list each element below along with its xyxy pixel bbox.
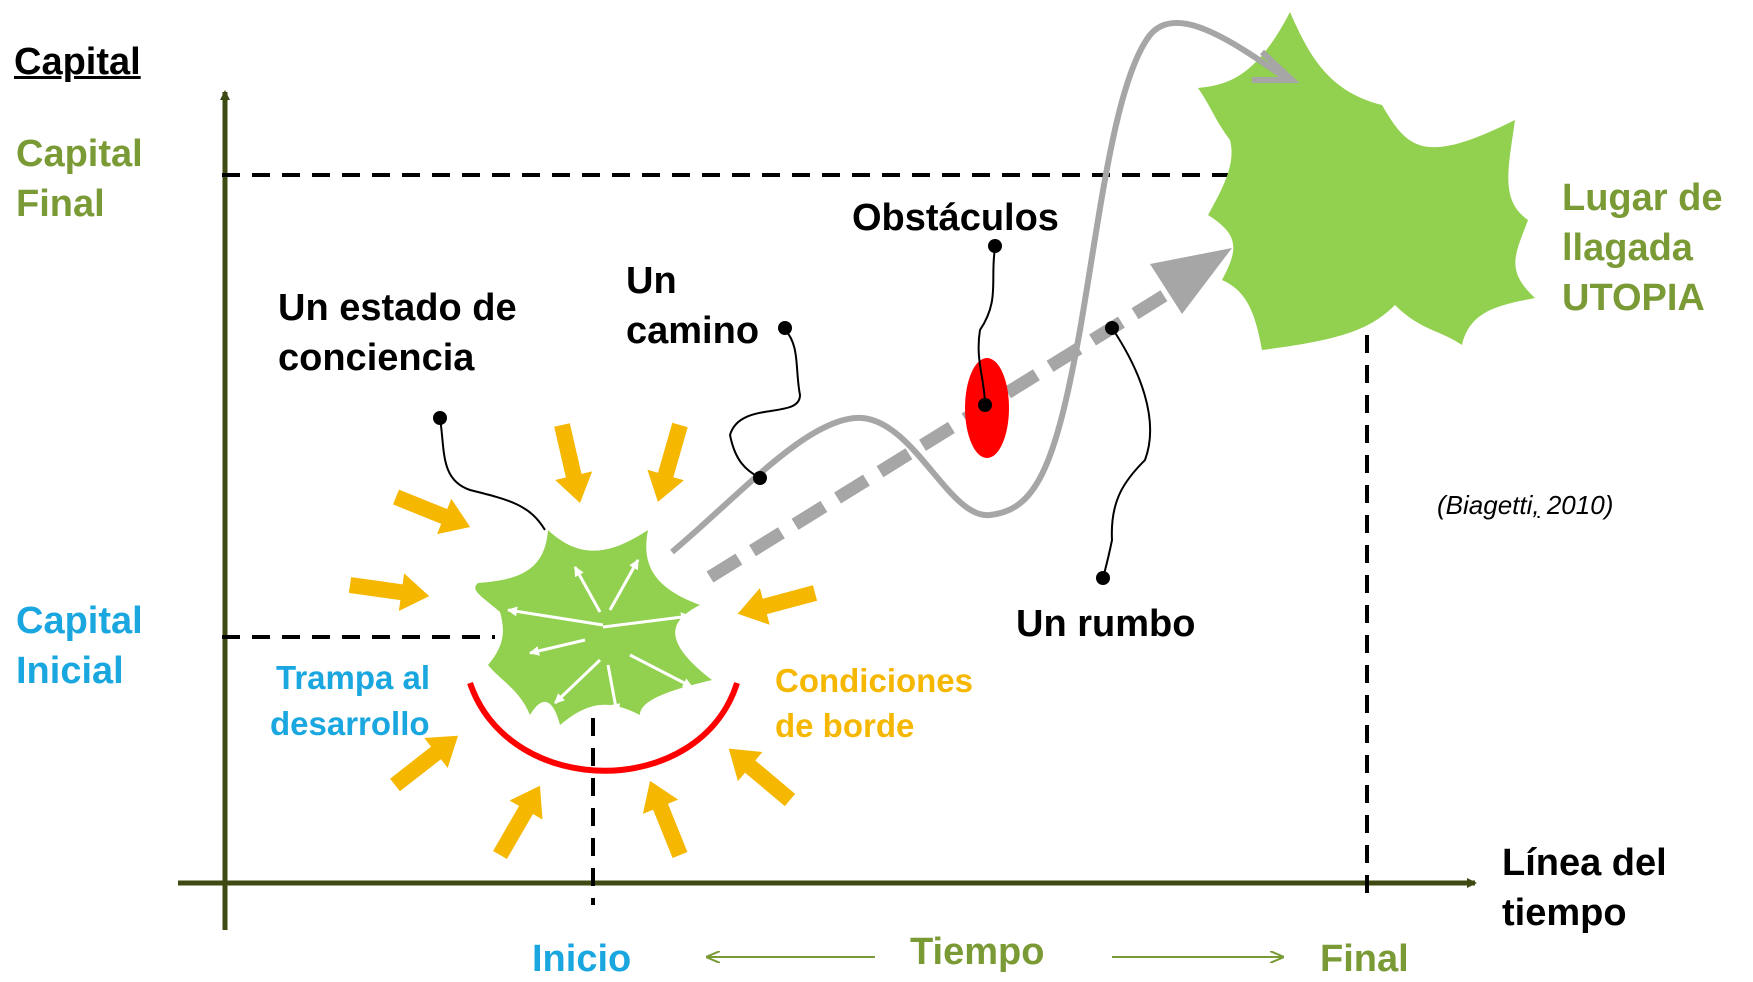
inner-white-arrows <box>507 559 693 714</box>
path-callout-line <box>728 329 802 479</box>
trap-label-line1: Trampa al <box>276 659 431 696</box>
x-axis-title-line1: Línea del <box>1502 842 1667 884</box>
direction-callout-line <box>1102 327 1152 579</box>
state-callout-line <box>439 417 546 531</box>
callout-dots <box>433 239 1119 585</box>
boundary-condition-arrows <box>348 422 818 859</box>
capital-initial-label-line1: Capital <box>16 600 143 642</box>
obstacles-label: Obstáculos <box>852 197 1059 239</box>
citation: (Biagetti, 2010) <box>1437 490 1613 521</box>
citation-comma: , <box>1532 490 1540 520</box>
conditions-label-line1: Condiciones <box>775 662 974 699</box>
trap-label-line2: desarrollo <box>270 705 430 742</box>
obstacles-callout-line <box>977 247 996 406</box>
path-curve <box>670 19 1290 555</box>
capital-final-label-line1: Capital <box>16 133 143 175</box>
direction-arrowhead <box>1150 248 1232 314</box>
start-star-shape <box>475 530 712 725</box>
trap-arc <box>467 682 740 774</box>
destination-label-line1: Lugar de <box>1562 177 1723 219</box>
x-axis-title-line2: tiempo <box>1502 892 1627 934</box>
path-curve-arrowhead <box>1252 49 1300 83</box>
direction-dashed-arrow <box>706 286 1174 583</box>
path-label-line1: Un <box>626 260 677 302</box>
conditions-label-line2: de borde <box>775 707 915 744</box>
state-label-line2: conciencia <box>278 337 475 379</box>
state-label-line1: Un estado de <box>278 287 517 329</box>
y-axis-title: Capital <box>14 41 141 83</box>
destination-label-line3: UTOPIA <box>1562 277 1705 319</box>
final-label: Final <box>1320 938 1409 980</box>
direction-label: Un rumbo <box>1016 603 1196 645</box>
destination-label-line2: llagada <box>1562 227 1693 269</box>
capital-initial-label-line2: Inicial <box>16 650 124 692</box>
tiempo-label: Tiempo <box>910 931 1045 973</box>
path-label-line2: camino <box>626 310 760 352</box>
citation-year: 2010) <box>1539 490 1614 520</box>
capital-final-label-line2: Final <box>16 183 105 225</box>
utopia-star-shape <box>1198 12 1535 350</box>
inicio-label: Inicio <box>532 938 632 980</box>
citation-author: (Biagetti <box>1437 490 1533 520</box>
callout-lines <box>439 247 1152 579</box>
